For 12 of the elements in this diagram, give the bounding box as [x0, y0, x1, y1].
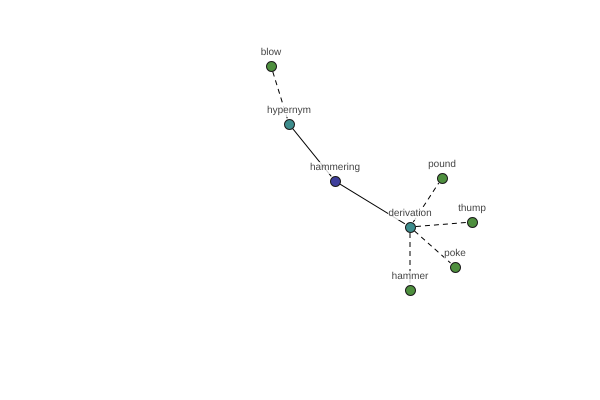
connector-line [415, 222, 467, 228]
node-label: hammering [310, 162, 360, 174]
node-label: poke [444, 248, 466, 260]
connector-line [412, 182, 440, 222]
node-label: thump [458, 202, 486, 214]
connector-line [272, 71, 288, 119]
connector-line [414, 230, 452, 264]
node-label: pound [428, 158, 456, 170]
node-label: blow [260, 46, 282, 58]
node-label: derivation [388, 208, 432, 220]
node-label: hypernym [267, 104, 311, 116]
node-label: hammer [392, 270, 428, 282]
